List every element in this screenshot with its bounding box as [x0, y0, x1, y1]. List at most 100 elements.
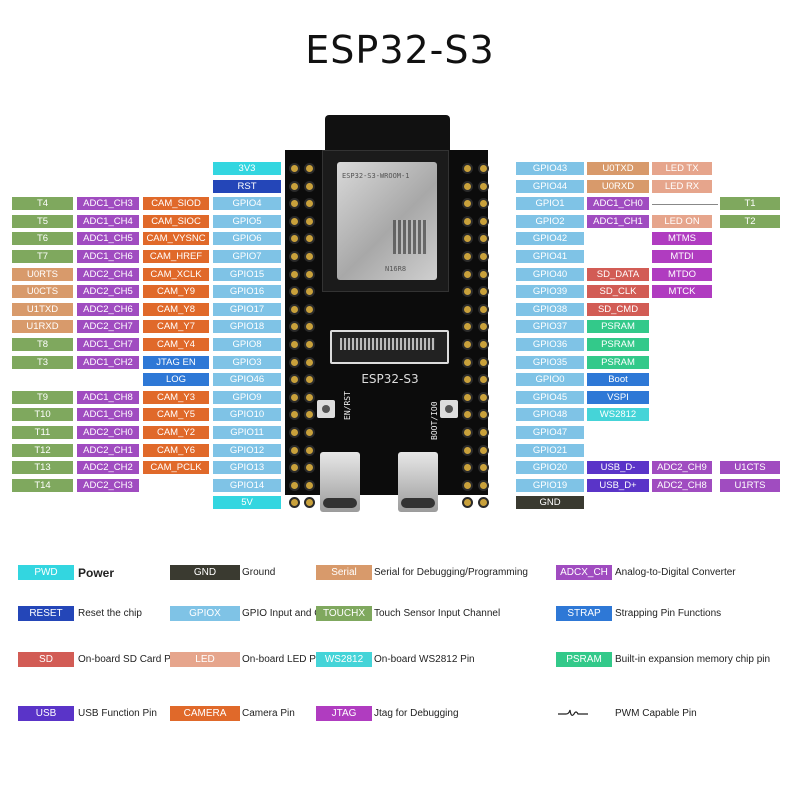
header-pin: [462, 497, 473, 509]
left-pin-function: CAM_Y5: [143, 408, 209, 422]
right-pin-function: PSRAM: [587, 338, 649, 351]
header-pin: [462, 409, 473, 421]
right-pin-function: SD_DATA: [587, 267, 649, 281]
right-pin-function: ADC1_CH0: [587, 197, 649, 211]
right-pin-far: U1RTS: [720, 478, 780, 492]
right-pin-function: ADC1_CH1: [587, 214, 649, 228]
boot-label: BOOT/IO0: [430, 401, 439, 440]
header-pin: [289, 479, 300, 491]
left-pin-adc: ADC2_CH7: [77, 320, 139, 334]
right-pin-function: Boot: [587, 373, 649, 387]
legend-swatch: Serial: [316, 565, 372, 580]
left-pin-touch: T12: [12, 443, 73, 457]
left-pin-gpio: GPIO14: [213, 478, 281, 492]
right-pin-function-2: LED TX: [652, 162, 712, 175]
header-pin: [462, 180, 473, 192]
right-pin-gpio: GPIO47: [516, 426, 584, 439]
legend-text: GPIO Input and Output: [242, 608, 345, 619]
header-pin: [478, 233, 489, 245]
left-pin-adc: ADC2_CH3: [77, 478, 139, 492]
header-pin: [304, 268, 315, 280]
header-pin: [304, 180, 315, 192]
header-pin: [478, 268, 489, 280]
right-pin-gpio: GPIO1: [516, 197, 584, 211]
legend-swatch: GPIOX: [170, 606, 240, 621]
header-pin: [289, 198, 300, 210]
left-pin-gpio: 3V3: [213, 162, 281, 175]
legend-swatch: USB: [18, 706, 74, 721]
header-pin: [478, 303, 489, 315]
left-pin-gpio: GPIO8: [213, 338, 281, 351]
qr-code: [393, 220, 427, 254]
header-pin: [462, 462, 473, 474]
header-pin: [478, 427, 489, 438]
left-pin-serial: U1TXD: [12, 302, 73, 316]
header-pin: [462, 444, 473, 456]
legend-text: USB Function Pin: [78, 708, 157, 719]
left-pin-function: CAM_Y7: [143, 320, 209, 334]
header-pin: [289, 409, 300, 421]
left-pin-serial: U0CTS: [12, 285, 73, 299]
left-pin-adc: ADC2_CH4: [77, 267, 139, 281]
right-pin-gpio: GPIO48: [516, 408, 584, 422]
left-pin-gpio: GPIO7: [213, 250, 281, 263]
header-pin: [289, 180, 300, 192]
left-pin-touch: T8: [12, 338, 73, 351]
pin-wire: [652, 204, 718, 206]
left-pin-adc: ADC1_CH4: [77, 214, 139, 228]
header-pin: [462, 391, 473, 403]
left-pin-gpio: GPIO6: [213, 232, 281, 246]
left-pin-function: CAM_SIOD: [143, 197, 209, 211]
header-pin: [289, 286, 300, 298]
right-pin-gpio: GPIO43: [516, 162, 584, 175]
right-pin-gpio: GPIO37: [516, 320, 584, 334]
header-pin: [478, 462, 489, 474]
header-pin: [462, 163, 473, 174]
right-pin-gpio: GPIO0: [516, 373, 584, 387]
header-pin: [289, 321, 300, 333]
boot-button[interactable]: [440, 400, 458, 418]
legend-swatch: CAMERA: [170, 706, 240, 721]
right-pin-function-2: MTDI: [652, 250, 712, 263]
left-pin-touch: T3: [12, 355, 73, 369]
right-pin-function-2: MTMS: [652, 232, 712, 246]
left-pin-serial: U1RXD: [12, 320, 73, 334]
left-pin-gpio: GPIO11: [213, 426, 281, 439]
header-pin: [462, 339, 473, 350]
header-pin: [478, 321, 489, 333]
header-pin: [304, 479, 315, 491]
left-pin-function: CAM_VYSNC: [143, 232, 209, 246]
header-pin: [478, 391, 489, 403]
right-pin-function: PSRAM: [587, 320, 649, 334]
legend-text: Power: [78, 566, 115, 580]
right-pin-function-2: LED RX: [652, 179, 712, 193]
right-pin-function: SD_CMD: [587, 302, 649, 316]
legend-text: Ground: [242, 567, 276, 578]
right-pin-gpio: GPIO44: [516, 179, 584, 193]
left-pin-function: CAM_PCLK: [143, 461, 209, 475]
usb-c-mouth-uart: [323, 498, 357, 508]
header-pin: [304, 303, 315, 315]
left-pin-touch: T11: [12, 426, 73, 439]
reset-label: EN/RST: [343, 391, 352, 420]
right-pin-function: USB_D-: [587, 461, 649, 475]
header-pin: [304, 427, 315, 438]
right-pin-gpio: GPIO40: [516, 267, 584, 281]
left-pin-gpio: GPIO9: [213, 390, 281, 404]
header-pin: [289, 163, 300, 174]
header-pin: [462, 286, 473, 298]
legend-swatch: WS2812: [316, 652, 372, 667]
camera-connector-contacts: [340, 338, 435, 350]
right-pin-far: T1: [720, 197, 780, 211]
header-pin: [304, 339, 315, 350]
header-pin: [304, 497, 315, 509]
left-pin-touch: T4: [12, 197, 73, 211]
header-pin: [462, 268, 473, 280]
reset-button[interactable]: [317, 400, 335, 418]
legend-text: PWM Capable Pin: [615, 708, 697, 719]
header-pin: [289, 251, 300, 262]
header-pin: [289, 497, 300, 509]
right-pin-function: WS2812: [587, 408, 649, 422]
header-pin: [304, 233, 315, 245]
usb-c-mouth-otg: [401, 498, 435, 508]
